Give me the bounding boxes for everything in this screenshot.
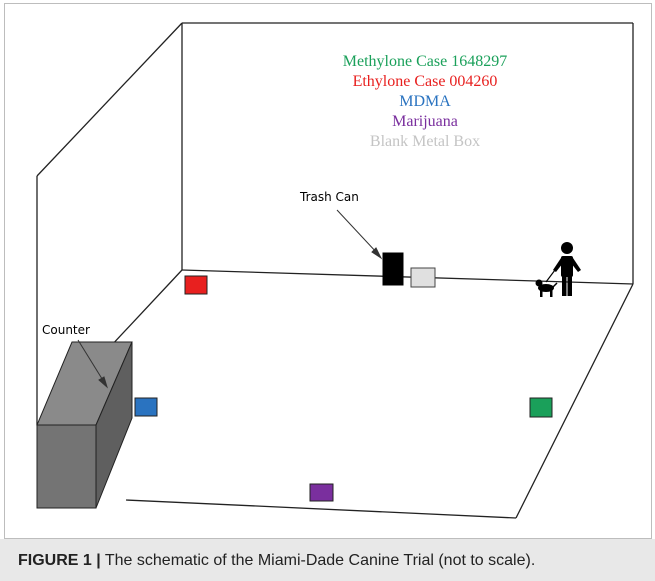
- caption-prefix: FIGURE 1 |: [18, 552, 101, 569]
- marijuana-box: [309, 483, 334, 502]
- ethylone-box: [184, 275, 208, 295]
- counter: [36, 341, 133, 509]
- legend-item-ethylone: Ethylone Case 004260: [352, 73, 498, 90]
- counter-arrow-line: [77, 339, 105, 383]
- trash-can-arrow-head: [371, 247, 383, 260]
- methylone-box: [529, 397, 553, 418]
- trash-can-arrow-line: [336, 209, 379, 255]
- mdma-box: [134, 397, 158, 417]
- caption-bar: [0, 539, 655, 581]
- legend-item-marijuana: Marijuana: [392, 113, 458, 130]
- legend: Methylone Case 1648297 Ethylone Case 004…: [300, 52, 550, 152]
- left-wall-top-edge: [36, 22, 183, 177]
- legend-item-mdma: MDMA: [399, 93, 451, 110]
- back-floor-edge: [181, 269, 634, 285]
- legend-item-methylone: Methylone Case 1648297: [342, 53, 508, 70]
- counter-label: Counter: [42, 323, 90, 337]
- counter-arrow-head: [98, 376, 108, 389]
- blank-metal-box: [410, 267, 436, 288]
- handler-with-dog-icon: [535, 242, 581, 297]
- room-diagram: [36, 22, 634, 519]
- counter-front: [36, 424, 97, 509]
- front-floor-edge: [125, 499, 517, 519]
- right-floor-edge: [515, 283, 634, 519]
- trash-can: [382, 252, 404, 286]
- legend-item-blank-metal-box: Blank Metal Box: [369, 133, 481, 150]
- caption-text: The schematic of the Miami-Dade Canine T…: [100, 552, 536, 569]
- figure-caption: FIGURE 1 | The schematic of the Miami-Da…: [18, 552, 535, 570]
- trash-can-label: Trash Can: [300, 190, 359, 204]
